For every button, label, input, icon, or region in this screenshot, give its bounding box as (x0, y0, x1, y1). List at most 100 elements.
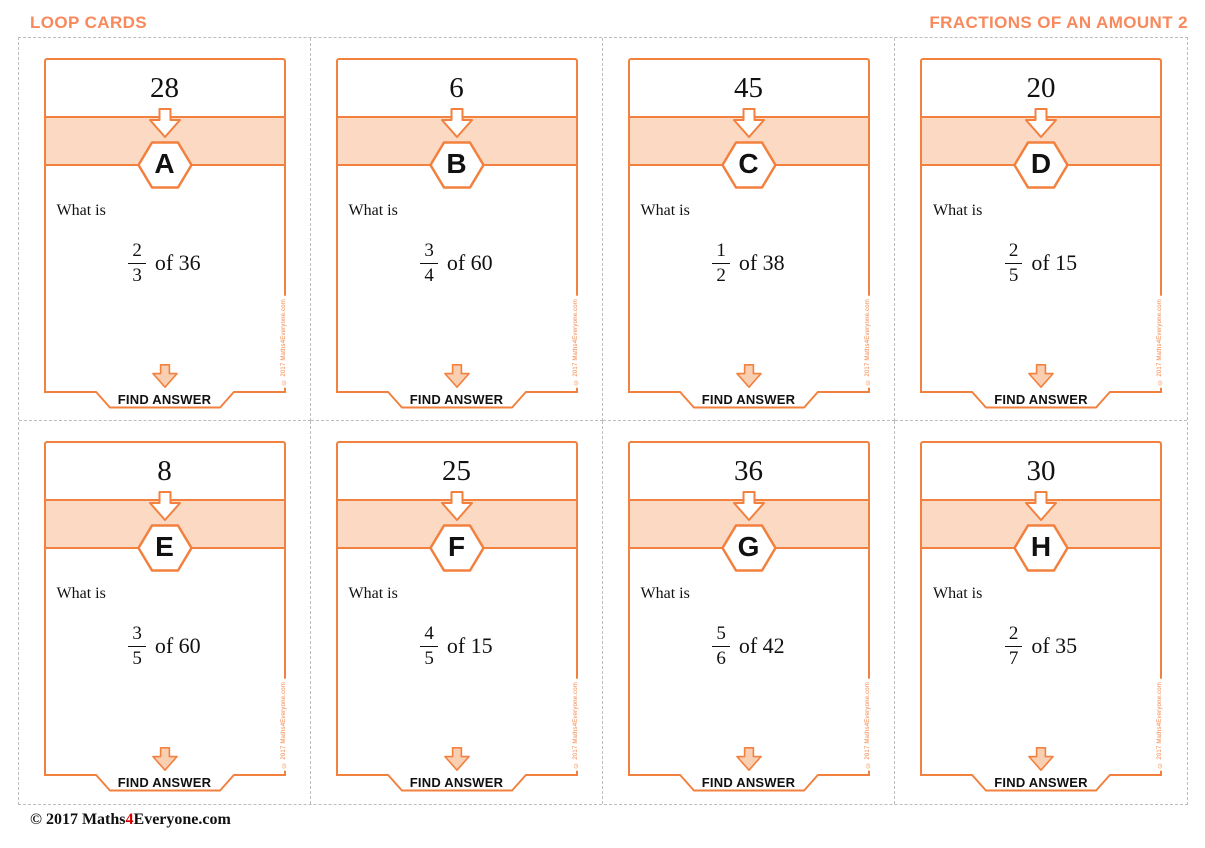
card-top-number: 45 (734, 71, 763, 104)
down-arrow-icon (148, 108, 181, 138)
amount-value: 15 (1055, 250, 1078, 276)
of-label: of (154, 633, 174, 659)
card-band: B (337, 108, 576, 189)
find-answer-label: FIND ANSWER (117, 392, 212, 407)
fraction-denominator: 5 (132, 647, 142, 669)
amount-value: 60 (178, 633, 201, 659)
what-is-label: What is (348, 585, 398, 602)
find-answer-label: FIND ANSWER (409, 775, 504, 790)
card-band: H (922, 491, 1160, 572)
of-amount: of 42 (739, 633, 785, 659)
card-bottom-tab (627, 774, 870, 792)
card-top-number: 28 (150, 71, 179, 104)
question-expression: 2 7 of 35 (922, 623, 1160, 670)
loop-card-f: 25 F What is 4 5 (335, 441, 581, 792)
side-copyright: © 2017 Maths4Everyone.com (1155, 296, 1165, 388)
card-bottom-tab (335, 774, 578, 792)
card-top-number: 6 (449, 71, 464, 104)
page-title-right: FRACTIONS OF AN AMOUNT 2 (929, 13, 1188, 32)
card-band: C (629, 108, 868, 189)
loop-card-h: 30 H What is 2 7 (920, 441, 1165, 792)
amount-value: 35 (1055, 633, 1078, 659)
card-top-number: 8 (157, 454, 172, 487)
letter-badge: C (720, 141, 777, 189)
question-expression: 3 4 of 60 (338, 240, 576, 287)
card-letter: B (446, 148, 467, 179)
down-arrow-icon (148, 491, 181, 521)
grid-cell: 28 A What is 2 3 (19, 38, 311, 421)
card-bottom-tab (43, 391, 286, 409)
side-copyright: © 2017 Maths4Everyone.com (862, 679, 873, 771)
of-label: of (1031, 250, 1050, 276)
what-is-label: What is (640, 585, 690, 602)
of-amount: of 60 (447, 250, 493, 276)
side-copyright: © 2017 Maths4Everyone.com (862, 296, 873, 388)
of-label: of (1031, 633, 1050, 659)
of-amount: of 15 (1031, 250, 1077, 276)
of-label: of (738, 250, 758, 276)
side-copyright: © 2017 Maths4Everyone.com (1155, 679, 1165, 771)
find-answer-label: FIND ANSWER (701, 775, 796, 790)
card-letter: D (1030, 148, 1052, 179)
question-expression: 1 2 of 38 (630, 240, 868, 287)
amount-value: 36 (178, 250, 201, 276)
side-copyright: © 2017 Maths4Everyone.com (570, 679, 581, 771)
grid-cell: 36 G What is 5 6 (603, 421, 895, 804)
fraction: 3 5 (128, 623, 146, 670)
question-expression: 4 5 of 15 (338, 623, 576, 670)
of-amount: of 38 (739, 250, 785, 276)
fraction-numerator: 2 (1004, 240, 1023, 264)
fraction-numerator: 3 (420, 240, 438, 264)
down-arrow-icon (732, 108, 765, 138)
grid-cell: 20 D What is 2 5 (895, 38, 1187, 421)
card-letter: E (155, 531, 174, 562)
card-band: G (629, 491, 868, 572)
fraction: 3 4 (420, 240, 438, 287)
question-expression: 3 5 of 60 (46, 623, 284, 670)
hexagon-icon (1013, 141, 1069, 189)
grid-cell: 30 H What is 2 7 (895, 421, 1187, 804)
find-answer-label: FIND ANSWER (701, 392, 796, 407)
question-expression: 2 5 of 15 (922, 240, 1160, 287)
card-letter: C (738, 148, 759, 179)
down-arrow-icon (1028, 747, 1054, 771)
card-bottom-tab (920, 391, 1162, 409)
card-bottom-tab (335, 391, 578, 409)
amount-value: 15 (470, 633, 493, 659)
of-amount: of 60 (155, 633, 201, 659)
loop-card-d: 20 D What is 2 5 (920, 58, 1165, 409)
hexagon-icon (136, 141, 193, 189)
fraction-denominator: 2 (716, 264, 726, 286)
of-amount: of 35 (1031, 633, 1077, 659)
fraction-denominator: 7 (1008, 647, 1019, 669)
fraction-denominator: 6 (716, 647, 726, 669)
down-arrow-icon (440, 108, 473, 138)
page-title-left: LOOP CARDS (30, 13, 148, 32)
letter-badge: E (136, 524, 193, 572)
amount-value: 38 (762, 250, 785, 276)
grid-cell: 6 B What is 3 4 (311, 38, 603, 421)
hexagon-icon (136, 524, 193, 572)
grid-cell: 25 F What is 4 5 (311, 421, 603, 804)
side-copyright: © 2017 Maths4Everyone.com (278, 679, 289, 771)
loop-card-g: 36 G What is 5 6 (627, 441, 873, 792)
fraction-denominator: 4 (424, 264, 434, 286)
of-label: of (154, 250, 174, 276)
down-arrow-icon (1028, 364, 1054, 388)
fraction-numerator: 3 (128, 623, 146, 647)
grid-cell: 8 E What is 3 5 (19, 421, 311, 804)
fraction: 4 5 (420, 623, 438, 670)
card-band: E (45, 491, 284, 572)
card-bottom-tab (920, 774, 1162, 792)
find-answer-label: FIND ANSWER (994, 775, 1088, 790)
page-footer-copyright: © 2017 Maths4Everyone.com (30, 811, 231, 829)
letter-badge: A (136, 141, 193, 189)
of-amount: of 15 (447, 633, 493, 659)
card-band: F (337, 491, 576, 572)
down-arrow-icon (443, 747, 470, 771)
letter-badge: B (428, 141, 485, 189)
fraction: 1 2 (712, 240, 730, 287)
fraction-numerator: 4 (420, 623, 438, 647)
card-letter: H (1030, 531, 1052, 562)
of-label: of (738, 633, 758, 659)
